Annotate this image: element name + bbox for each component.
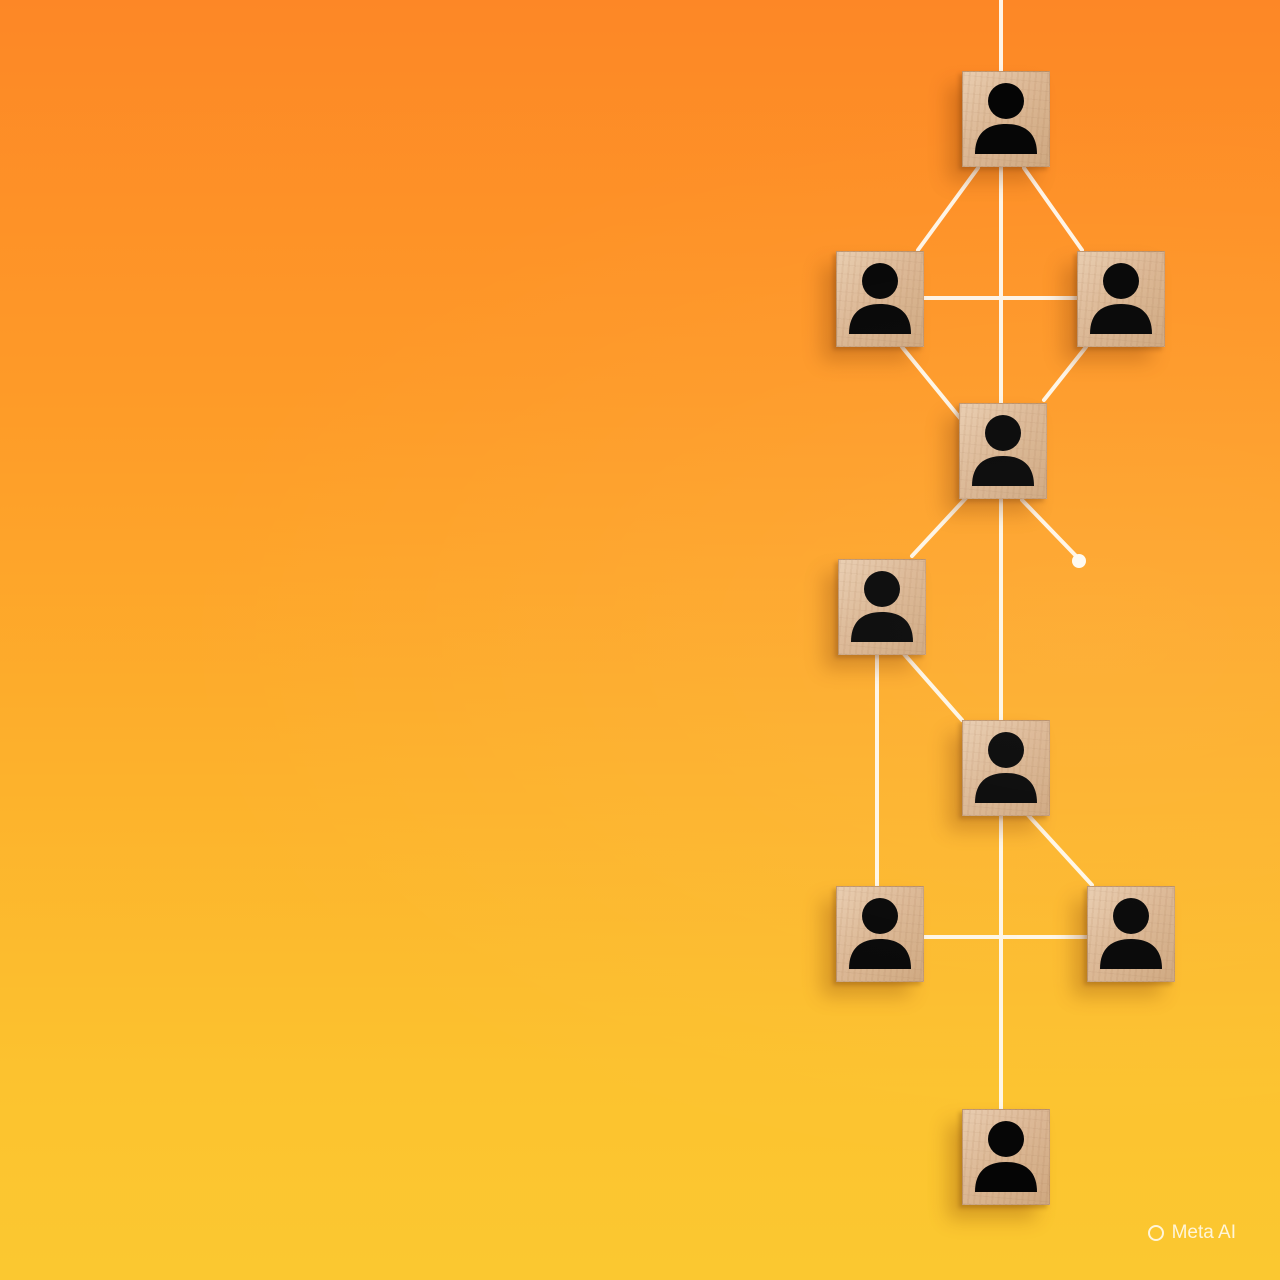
- person-icon: [975, 732, 1037, 803]
- connector-diag: [900, 345, 962, 420]
- connector-diag: [902, 652, 964, 722]
- person-icon: [975, 1121, 1037, 1192]
- watermark: Meta AI: [1147, 1222, 1236, 1244]
- person-icon: [1090, 263, 1152, 334]
- person-icon: [849, 263, 911, 334]
- connector-diag: [1022, 166, 1084, 252]
- watermark-label: Meta AI: [1171, 1222, 1236, 1243]
- person-block: [1077, 251, 1165, 347]
- person-block: [838, 559, 926, 655]
- person-icon: [972, 415, 1034, 486]
- person-block: [959, 403, 1047, 499]
- connector-diag: [1026, 813, 1094, 887]
- connector-diag: [910, 496, 968, 558]
- person-block: [962, 720, 1050, 816]
- connector-diag: [916, 166, 980, 252]
- person-icon: [849, 898, 911, 969]
- person-icon: [1100, 898, 1162, 969]
- person-block: [1087, 886, 1175, 982]
- person-block: [962, 71, 1050, 167]
- connector-diag: [1042, 345, 1088, 402]
- connector-end-dot: [1072, 554, 1086, 568]
- person-block: [836, 886, 924, 982]
- person-block: [962, 1109, 1050, 1205]
- person-icon: [975, 83, 1037, 154]
- connector-diag: [1020, 498, 1080, 560]
- person-block: [836, 251, 924, 347]
- meta-ai-ring-icon: [1147, 1225, 1164, 1241]
- person-icon: [851, 571, 913, 642]
